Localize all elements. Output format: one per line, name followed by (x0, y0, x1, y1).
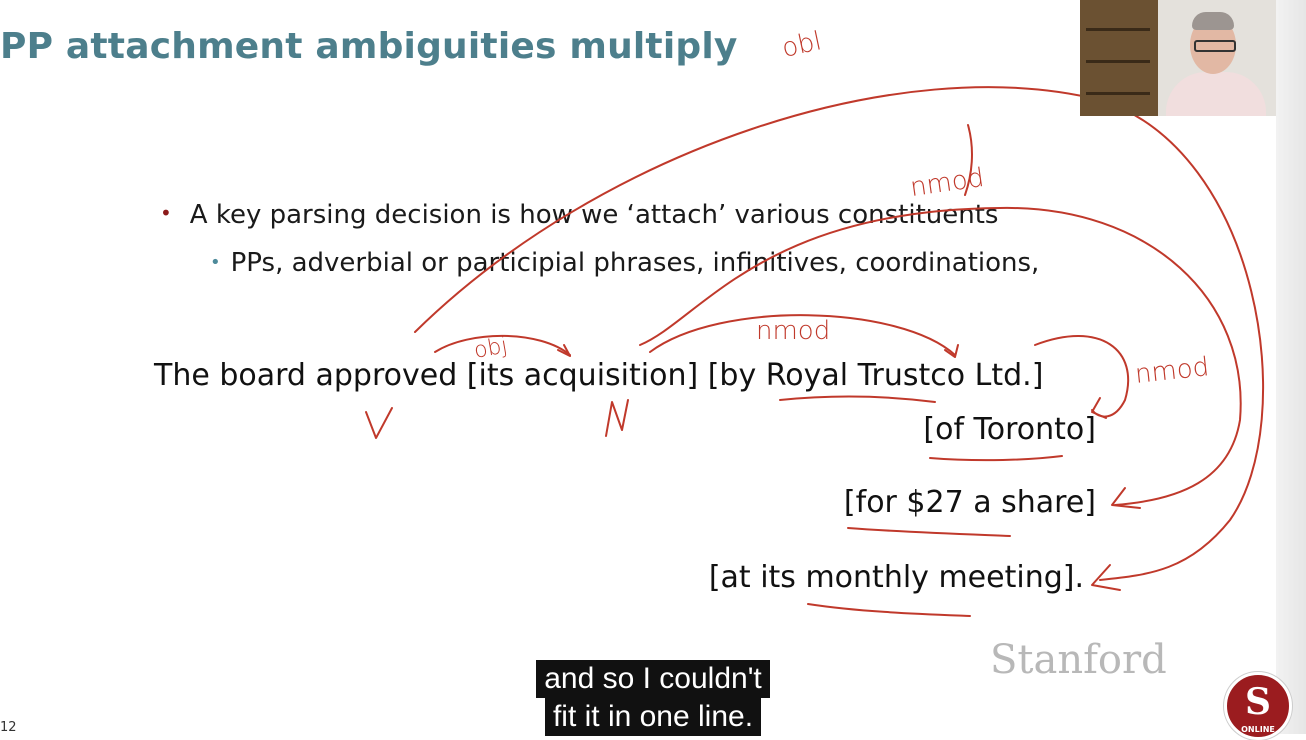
sentence-line-4: [at its monthly meeting]. (708, 560, 1084, 595)
subtitle-line-1: and so I couldn't (536, 660, 770, 698)
n-mark (605, 399, 629, 437)
badge-online-text: ONLINE (1241, 725, 1275, 734)
nmod-right-arc (1034, 335, 1130, 418)
obj-arc (434, 334, 571, 356)
bullet-main-text: A key parsing decision is how we ‘attach… (189, 200, 999, 230)
nmod-mid-arc (649, 314, 956, 356)
obj-arrowhead (557, 344, 571, 357)
slide-margin (1276, 0, 1306, 734)
bullet-main: • A key parsing decision is how we ‘attac… (160, 200, 998, 230)
slide-title: PP attachment ambiguities multiply (0, 26, 738, 67)
subtitle-box: and so I couldn't fit it in one line. (0, 660, 1306, 736)
nmod-mid-label: nmod (756, 316, 831, 346)
badge-letter: S (1245, 681, 1271, 723)
underline-toronto (929, 455, 1063, 462)
bookshelf (1080, 0, 1158, 116)
stanford-online-badge: S ONLINE (1224, 672, 1292, 740)
slide-number: 12 (0, 720, 17, 735)
bullet-dot: • (210, 252, 221, 273)
sentence-line-2: [of Toronto] (923, 412, 1096, 447)
speaker-video (1080, 0, 1276, 116)
stanford-logo: Stanford (990, 637, 1167, 683)
obl-arc (414, 86, 1264, 581)
bullet-sub-text: PPs, adverbial or participial phrases, i… (230, 248, 1040, 278)
bullet-sub: • PPs, adverbial or participial phrases, … (210, 248, 1039, 278)
arrowhead-share (1111, 487, 1141, 509)
subtitle-line-2: fit it in one line. (544, 698, 762, 736)
underline-royal (779, 395, 936, 403)
arrowhead-toronto (1091, 397, 1107, 419)
nmod-mid-arrowhead (944, 344, 959, 358)
nmod-top-arc (639, 206, 1242, 506)
underline-meeting (807, 603, 971, 617)
sentence-line-3: [for $27 a share] (843, 485, 1096, 520)
bullet-dot: • (160, 201, 172, 225)
nmod-top-stroke (964, 124, 973, 196)
v-mark (365, 407, 393, 439)
arrowhead-meeting (1091, 564, 1121, 591)
sentence-line-1: The board approved [its acquisition] [by… (154, 358, 1044, 393)
speaker-body (1166, 72, 1266, 116)
underline-share (847, 527, 1011, 537)
glasses-icon (1194, 40, 1236, 52)
